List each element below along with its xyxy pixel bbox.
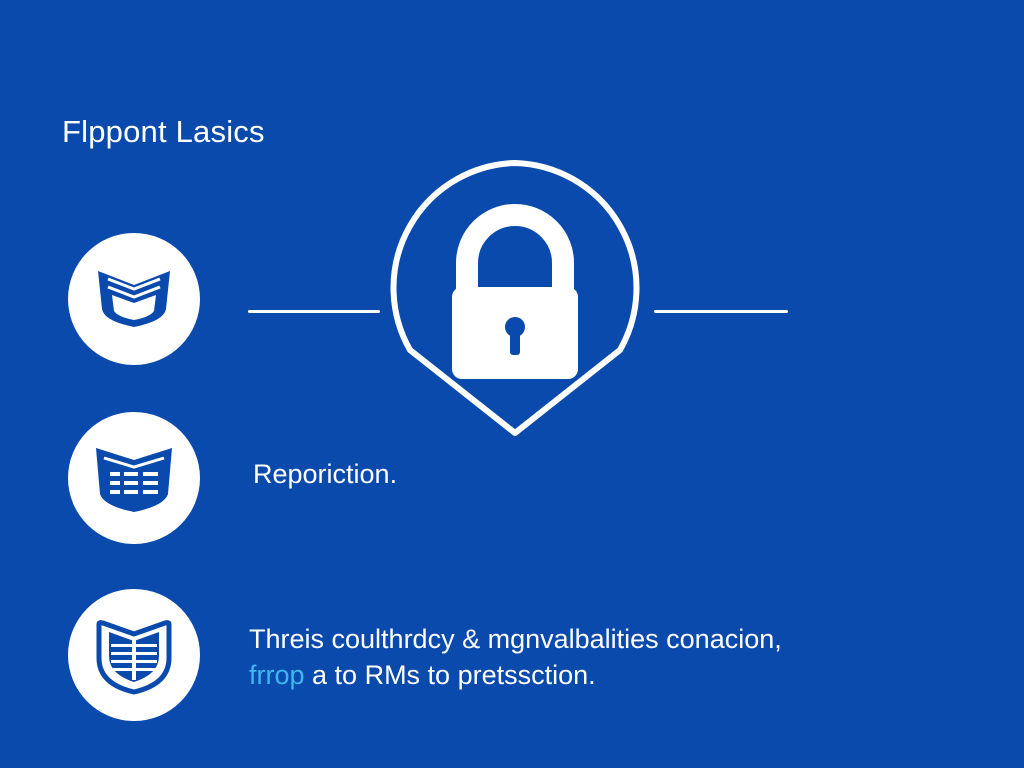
reporiction-label: Reporiction. xyxy=(253,459,398,489)
padlock-icon xyxy=(390,160,640,436)
central-lock-badge[interactable] xyxy=(380,155,650,445)
feature-badge-2[interactable] xyxy=(68,412,200,544)
connector-line-right xyxy=(654,310,788,313)
description-line-1: Threis coulthrdcy & mgnvalbalities conac… xyxy=(249,624,782,654)
feature-badge-1[interactable] xyxy=(68,233,200,365)
feature-badge-3[interactable] xyxy=(68,589,200,721)
description-line-2: frrop a to RMs to pretssction. xyxy=(249,655,596,695)
page-title: Flppont Lasics xyxy=(62,114,265,149)
shield-chevron-icon xyxy=(98,271,170,327)
connector-line-left xyxy=(248,310,380,313)
shield-stack-icon xyxy=(96,620,172,695)
description-accent-word: frrop xyxy=(249,660,305,690)
shield-list-icon xyxy=(96,448,172,512)
description-line-2-rest: a to RMs to pretssction. xyxy=(304,660,596,690)
